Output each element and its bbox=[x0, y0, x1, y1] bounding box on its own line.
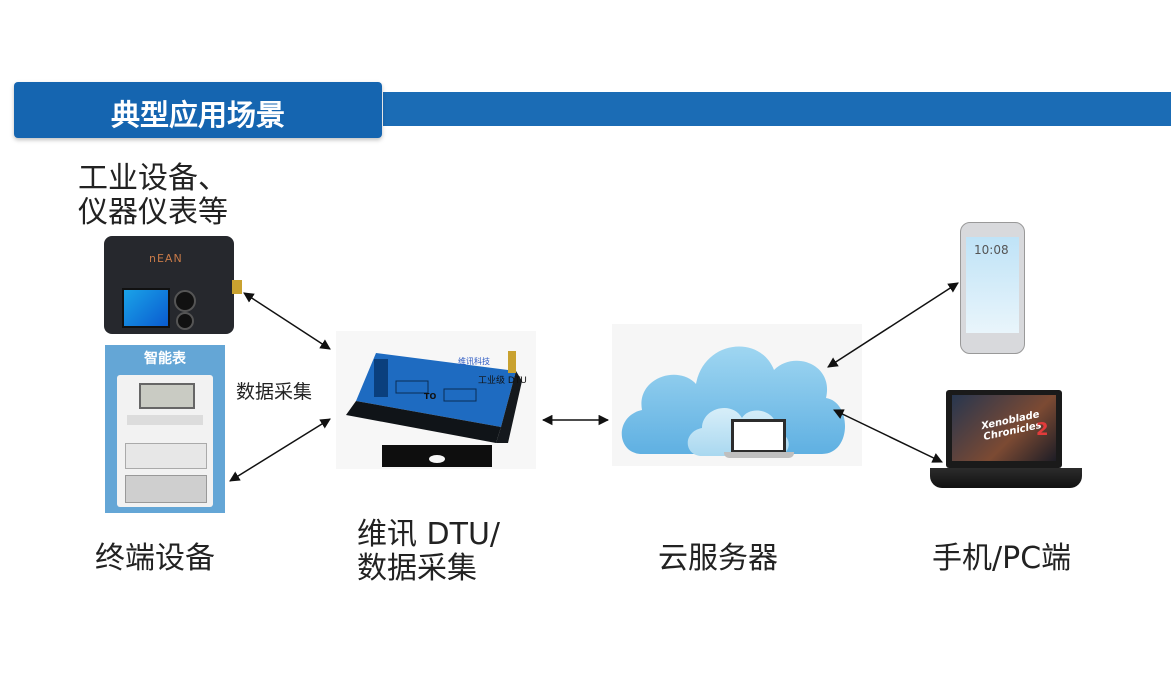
industrial-device-image: nEAN bbox=[104, 236, 242, 334]
industrial-label-line1: 工业设备、 bbox=[78, 161, 228, 196]
device-knob bbox=[174, 290, 196, 312]
section-title: 典型应用场景 bbox=[111, 98, 286, 132]
cloud-laptop-icon bbox=[731, 419, 786, 453]
game-logo-number: 2 bbox=[1036, 419, 1049, 440]
cloud-server-label: 云服务器 bbox=[658, 541, 778, 576]
meter-label-strip bbox=[127, 415, 203, 425]
terminal-device-label: 终端设备 bbox=[95, 541, 215, 576]
laptop-display: Xenoblade Chronicles 2 bbox=[952, 395, 1056, 461]
data-collect-label: 数据采集 bbox=[236, 381, 313, 403]
dtu-label-line1: 维讯 DTU/ bbox=[357, 517, 501, 552]
arrow-device-dtu bbox=[243, 292, 331, 350]
smart-meter-image: 智能表 bbox=[105, 345, 225, 513]
device-brand-logo: nEAN bbox=[149, 252, 183, 265]
dtu-label-line2: 数据采集 bbox=[357, 551, 477, 586]
phone-clock: 10:08 bbox=[974, 243, 1009, 257]
mobile-pc-label: 手机/PC端 bbox=[932, 541, 1072, 576]
smartphone-image: 10:08 bbox=[960, 222, 1025, 354]
cloud-laptop-base bbox=[724, 452, 794, 458]
dtu-label: 维讯 DTU/ 数据采集 bbox=[357, 518, 500, 586]
dtu-to-text: TO bbox=[424, 392, 437, 401]
arrow-cloud-laptop bbox=[833, 409, 943, 463]
laptop-keyboard-base bbox=[930, 468, 1082, 488]
section-header: 典型应用场景 bbox=[14, 82, 382, 138]
device-button bbox=[176, 312, 194, 330]
industrial-equipment-label: 工业设备、 仪器仪表等 bbox=[78, 162, 228, 230]
dtu-model-text: 工业级 DTU bbox=[478, 376, 527, 386]
arrow-meter-dtu bbox=[229, 418, 331, 482]
meter-nameplate bbox=[125, 443, 207, 469]
phone-screen: 10:08 bbox=[966, 237, 1019, 333]
meter-body bbox=[117, 375, 213, 507]
arrow-cloud-phone bbox=[827, 282, 959, 368]
device-screen bbox=[122, 288, 170, 328]
meter-lcd bbox=[139, 383, 195, 409]
laptop-image: Xenoblade Chronicles 2 bbox=[946, 390, 1062, 468]
industrial-label-line2: 仪器仪表等 bbox=[78, 195, 228, 230]
smart-meter-title: 智能表 bbox=[144, 351, 186, 367]
dtu-brand-logo: 维讯科技 bbox=[458, 357, 490, 366]
meter-terminal-block bbox=[125, 475, 207, 503]
dtu-device-image bbox=[346, 351, 522, 467]
antenna-connector bbox=[232, 280, 242, 294]
header-band bbox=[383, 92, 1171, 126]
